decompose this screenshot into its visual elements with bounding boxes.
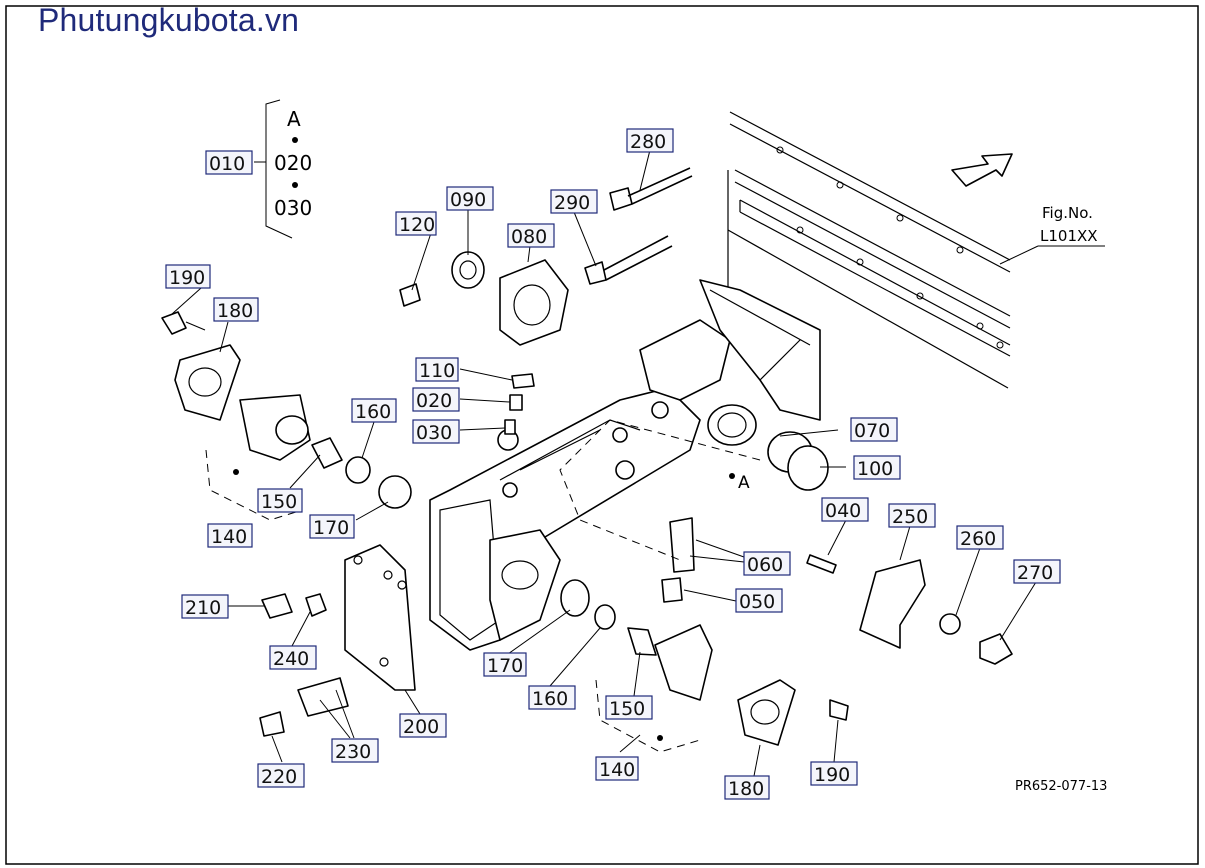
site-title[interactable]: Phutungkubota.vn [38,2,300,38]
housing [429,279,821,651]
callout-label: 060 [747,554,783,576]
callout-label: 190 [814,764,850,786]
drawing-code: PR652-077-13 [1015,779,1107,794]
callout-label: 210 [185,597,221,619]
callout-label: 290 [554,192,590,214]
callout-label: 050 [739,591,775,613]
right-flange-assembly [560,579,849,746]
assembly-code: 010 [209,153,245,175]
callout-label: 090 [450,189,486,211]
callout-label: 030 [416,422,452,444]
callout-label: 020 [416,390,452,412]
callout-label: 160 [532,688,568,710]
callout-label: 160 [355,401,391,423]
frame-rail [727,111,1011,389]
cover-plate [344,544,416,691]
drawing-frame [5,5,1199,865]
figure-number: L101XX [1040,227,1098,245]
callout-label: 270 [1017,562,1053,584]
callout-label: 080 [511,226,547,248]
callout-label: 040 [825,500,861,522]
callout-label: 170 [487,655,523,677]
callout-label: 280 [630,131,666,153]
section-ref: A [738,473,750,493]
assembly-ref: A [287,107,301,131]
callout-label: 260 [960,528,996,550]
callout-label: 140 [211,526,247,548]
assembly-item: 030 [274,196,312,220]
callout-label: 250 [892,506,928,528]
callout-label: 150 [261,491,297,513]
group-outlines [205,419,761,753]
left-flange-assembly [161,311,412,509]
callout-label: 180 [728,778,764,800]
callout-label: 170 [313,517,349,539]
callout-label: 240 [273,648,309,670]
callout-label: 070 [854,420,890,442]
fasteners [259,167,1013,737]
assembly-item: 020 [274,151,312,175]
leader-lines [171,149,1037,777]
callout-label: 100 [857,458,893,480]
callout-label: 180 [217,300,253,322]
figure-label: Fig.No. [1042,204,1093,222]
callout-labels: 280 290 090 080 120 190 180 110 020 030 … [165,128,1061,800]
assembly-bracket [265,99,293,239]
callout-label: 200 [403,716,439,738]
callout-label: 110 [419,360,455,382]
callout-label: 230 [335,741,371,763]
callout-label: 190 [169,267,205,289]
callout-label: 220 [261,766,297,788]
direction-arrow [951,153,1013,187]
callout-label: 140 [599,759,635,781]
callout-label: 150 [609,698,645,720]
callout-label: 120 [399,214,435,236]
